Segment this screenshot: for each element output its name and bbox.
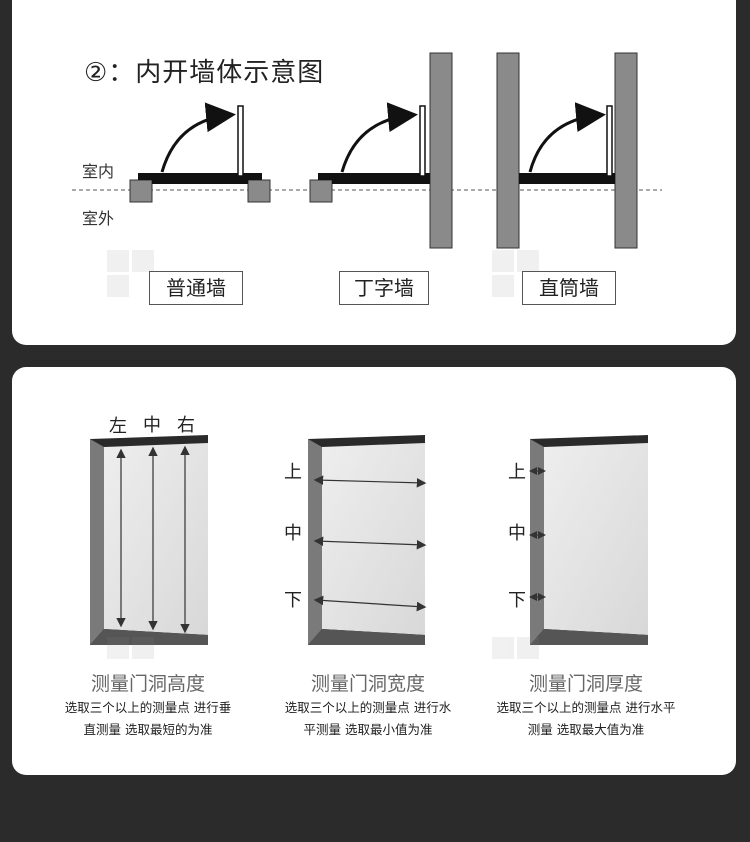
- caption-line: 直测量 选取最短的为准: [83, 722, 213, 737]
- width-mark-top: 上: [284, 462, 302, 483]
- caption-title-height: 测量门洞高度: [90, 673, 205, 695]
- t-wall-diagram: [309, 52, 453, 249]
- caption-desc-depth: 选取三个以上的测量点 进行水平 测量 选取最大值为准: [480, 697, 692, 741]
- wall-type-ordinary: 普通墙: [149, 271, 243, 305]
- mark-right: 右: [177, 415, 195, 436]
- outdoor-label: 室外: [82, 209, 115, 228]
- height-frame: [90, 435, 208, 645]
- page-title: ②：内开墙体示意图: [84, 58, 325, 88]
- measurement-card: 左 中 右 上 中 下 上 中 下 测量门洞高度 选取三个以上的测量点 进行垂 …: [12, 367, 736, 775]
- caption-title-width: 测量门洞宽度: [310, 673, 425, 695]
- caption-desc-height: 选取三个以上的测量点 进行垂 直测量 选取最短的为准: [48, 697, 248, 741]
- caption-title-depth: 测量门洞厚度: [528, 673, 643, 695]
- watermark-logo: [107, 250, 539, 297]
- watermark-logo: [107, 637, 539, 659]
- caption-desc-width: 选取三个以上的测量点 进行水 平测量 选取最小值为准: [268, 697, 468, 741]
- depth-mark-top: 上: [508, 462, 526, 483]
- caption-line: 选取三个以上的测量点 进行水: [284, 700, 452, 715]
- width-mark-bottom: 下: [284, 590, 302, 611]
- caption-line: 测量 选取最大值为准: [527, 722, 645, 737]
- measurement-diagrams: [90, 435, 648, 659]
- wall-diagram-card: ②：内开墙体示意图 室内 室外: [12, 0, 736, 345]
- wall-diagrams: [72, 52, 662, 297]
- wall-type-straight: 直筒墙: [522, 271, 616, 305]
- indoor-label: 室内: [82, 162, 115, 181]
- caption-line: 平测量 选取最小值为准: [303, 722, 433, 737]
- caption-line: 选取三个以上的测量点 进行垂: [64, 700, 232, 715]
- width-mark-middle: 中: [284, 523, 302, 544]
- straight-wall-diagram: [496, 52, 638, 249]
- ordinary-wall-diagram: [129, 102, 271, 203]
- mark-left: 左: [109, 416, 127, 437]
- mark-center: 中: [143, 415, 161, 436]
- width-frame: [308, 435, 427, 645]
- caption-line: 选取三个以上的测量点 进行水平: [496, 700, 676, 715]
- wall-type-t: 丁字墙: [339, 271, 429, 305]
- depth-mark-middle: 中: [508, 523, 526, 544]
- depth-mark-bottom: 下: [508, 590, 526, 611]
- depth-frame: [529, 435, 648, 645]
